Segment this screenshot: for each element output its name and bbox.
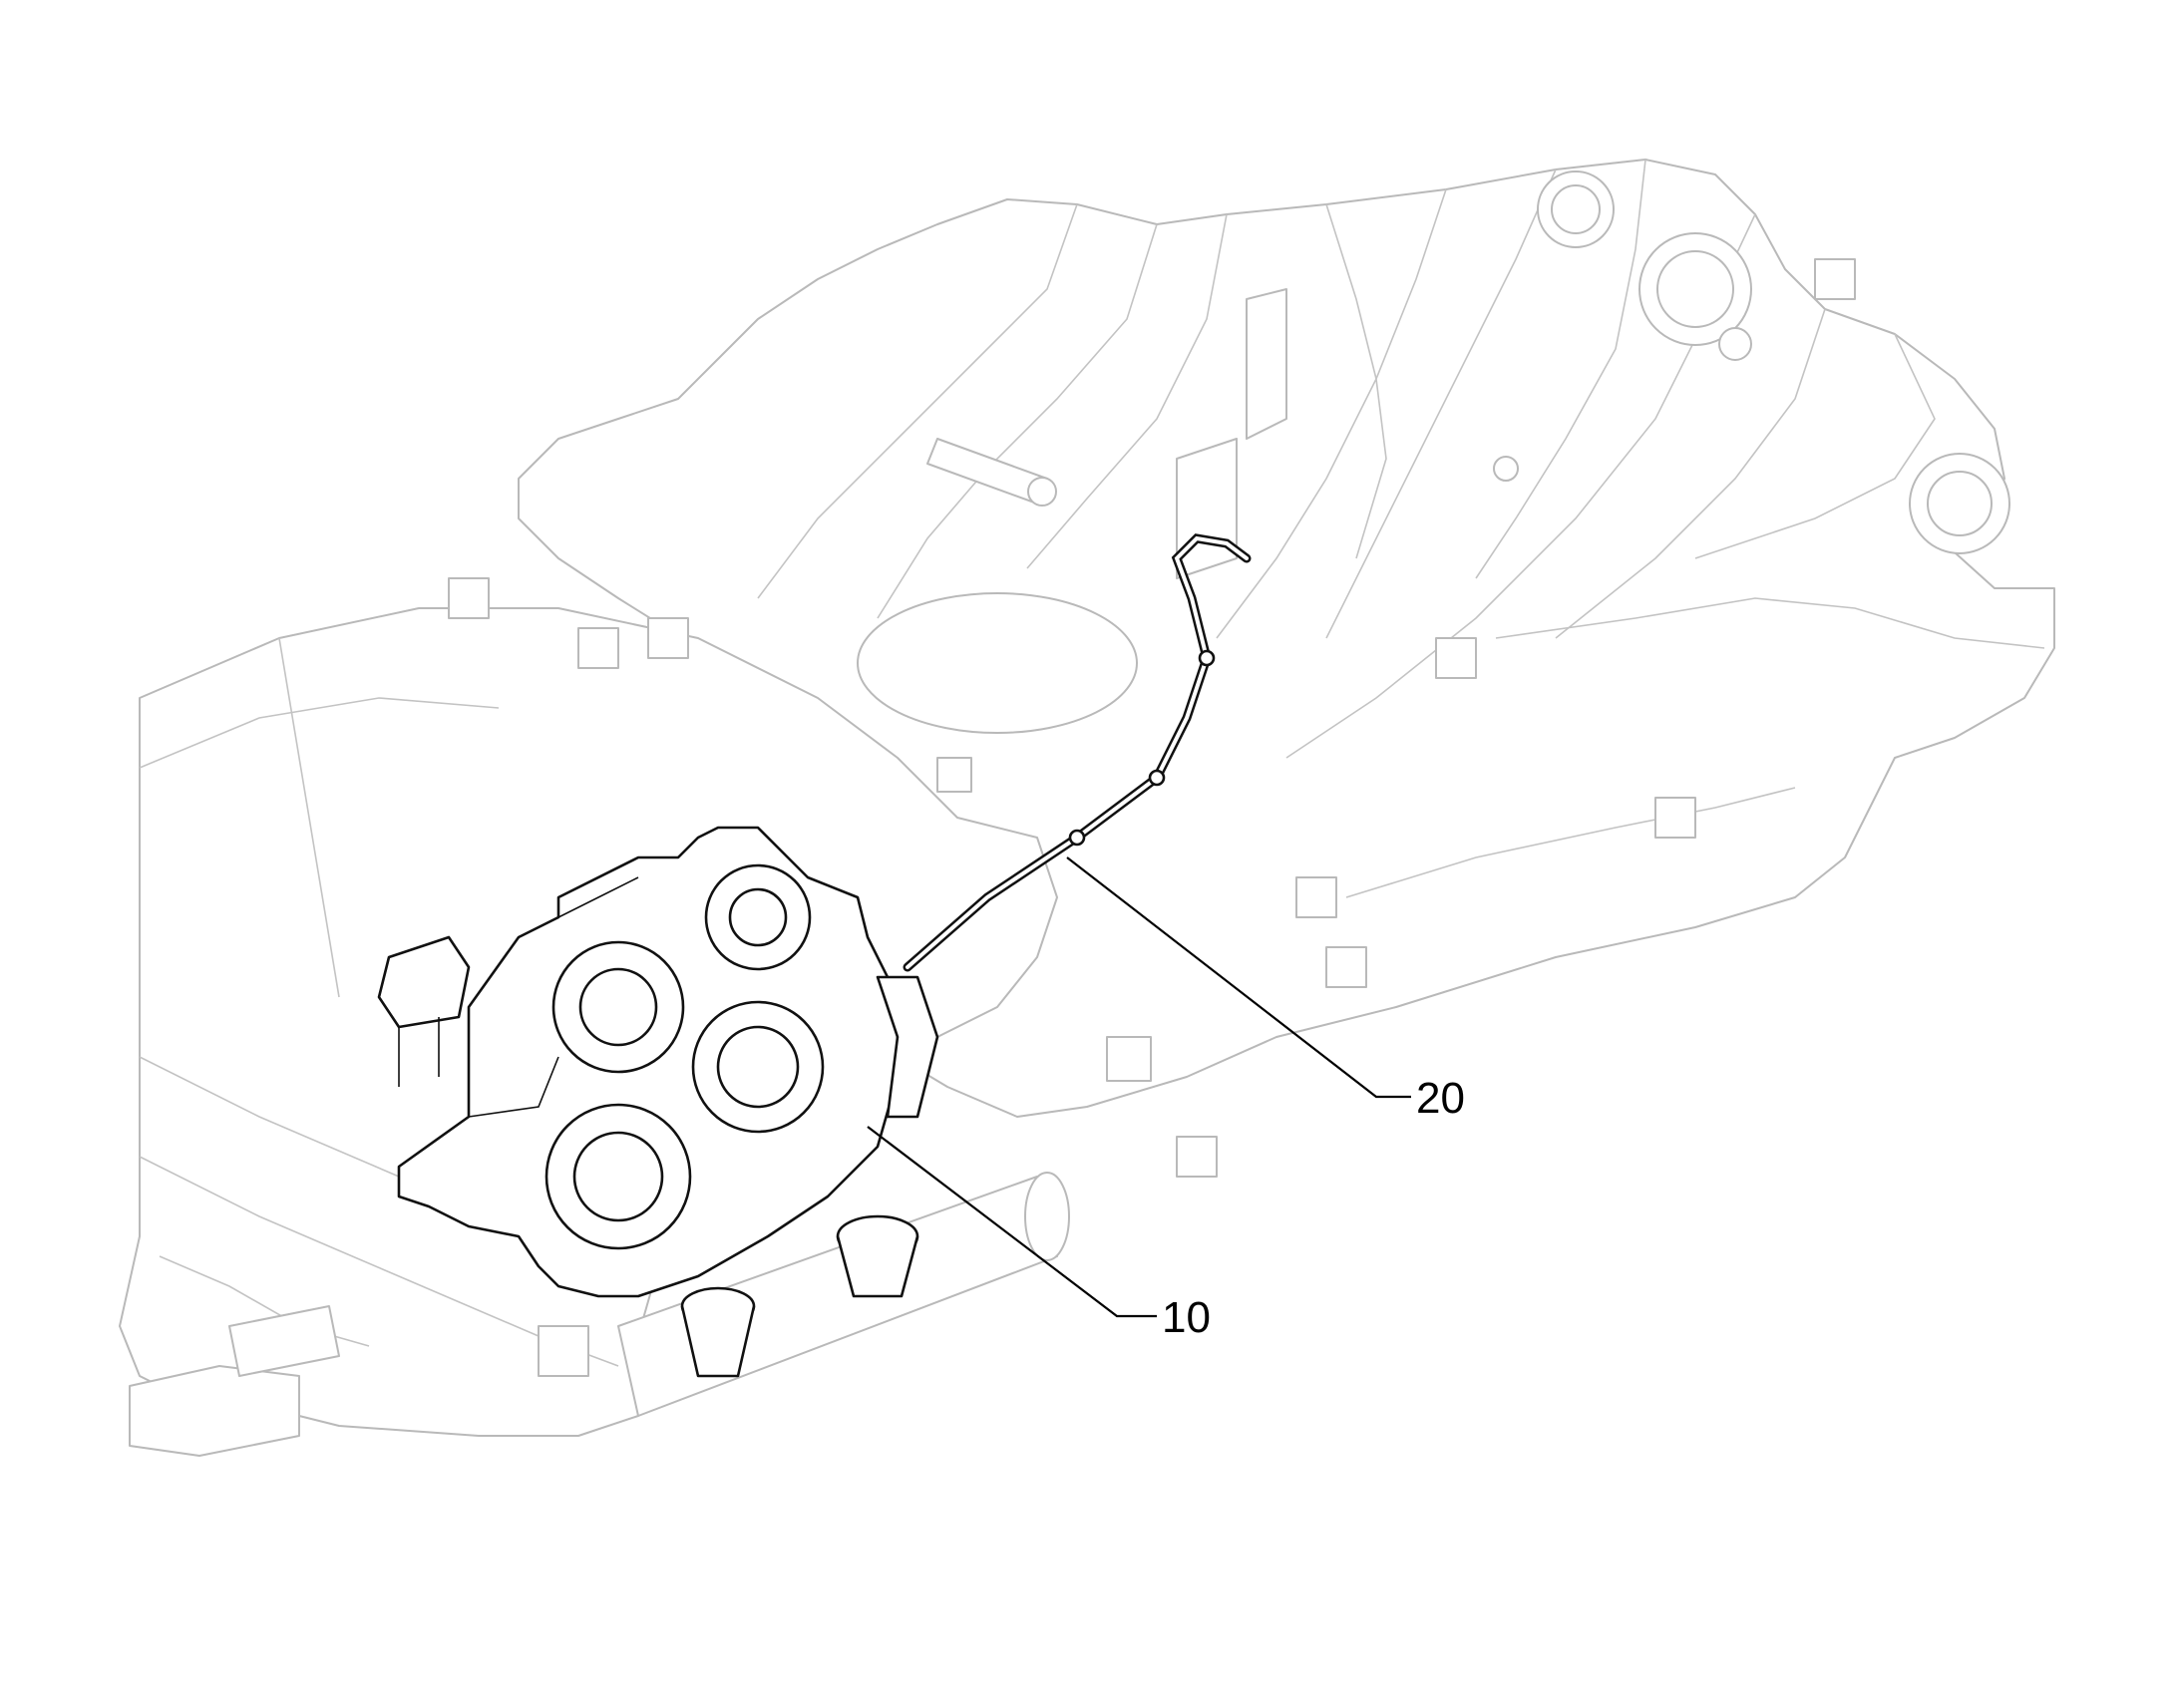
callout-10-label: 10 [1162,1293,1211,1342]
callout-20-leader [1066,856,1411,1099]
transmission-assembly [377,826,939,1378]
callout-20-label: 20 [1416,1074,1465,1123]
callout-10-leader [867,1126,1157,1318]
machine-frame [119,159,2055,1457]
callout-20: 20 [1066,856,1465,1123]
hydraulic-hose [903,533,1252,972]
callout-10: 10 [867,1126,1211,1342]
